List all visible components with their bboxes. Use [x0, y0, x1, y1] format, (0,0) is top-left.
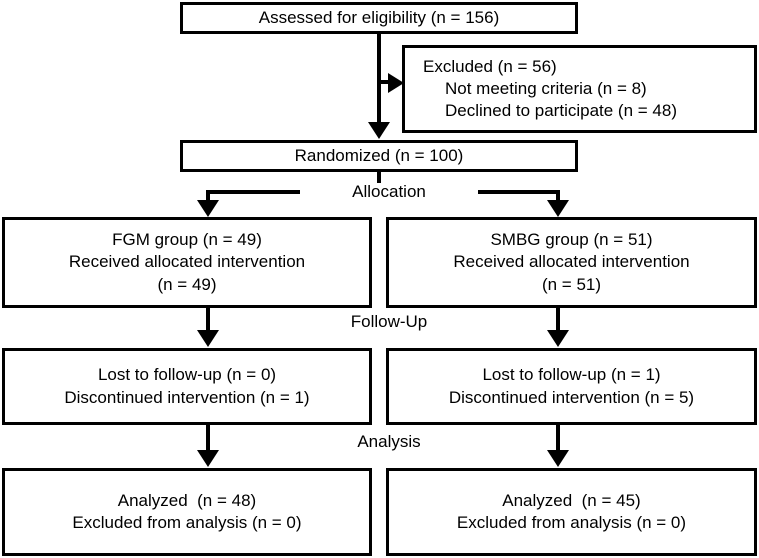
- node-analysis-fgm-line-1: Analyzed (n = 48): [117, 490, 257, 510]
- node-analysis-fgm-line-2: Excluded from analysis (n = 0): [72, 513, 302, 532]
- node-followup-fgm-line-2: Discontinued intervention (n = 1): [64, 387, 310, 407]
- node-allocation-fgm-line-3: (n = 49): [157, 274, 217, 294]
- node-followup-smbg-line-2: Discontinued intervention (n = 5): [448, 387, 695, 407]
- node-assessed-label: Assessed for eligibility (n = 156): [258, 7, 500, 27]
- node-allocation-fgm-line-1: FGM group (n = 49): [112, 230, 262, 250]
- node-excluded-heading: Excluded (n = 56): [423, 56, 557, 76]
- node-allocation-smbg: SMBG group (n = 51) Received allocated i…: [386, 217, 757, 308]
- node-followup-smbg-line-1: Lost to follow-up (n = 1): [482, 365, 661, 385]
- arrowhead-followup-left: [197, 330, 219, 347]
- node-followup-smbg: Lost to follow-up (n = 1) Discontinued i…: [386, 348, 757, 425]
- arrowhead-to-excluded: [388, 73, 404, 93]
- node-allocation-smbg-line-3: (n = 51): [541, 274, 602, 294]
- node-allocation-fgm: FGM group (n = 49) Received allocated in…: [2, 217, 372, 308]
- node-excluded-reason-1: Not meeting criteria (n = 8): [445, 78, 647, 98]
- node-allocation-smbg-line-2: Received allocated intervention: [453, 252, 690, 272]
- node-allocation-fgm-line-2: Received allocated intervention: [68, 252, 306, 272]
- node-analysis-smbg: Analyzed (n = 45) Excluded from analysis…: [386, 468, 757, 556]
- arrowhead-allocation-right: [547, 200, 569, 217]
- stage-label-followup: Follow-Up: [300, 313, 478, 330]
- connector-allocation-to-followup-right: [556, 308, 560, 333]
- node-analysis-smbg-line-2: Excluded from analysis (n = 0): [456, 513, 687, 532]
- node-followup-fgm-line-1: Lost to follow-up (n = 0): [97, 365, 277, 385]
- arrowhead-allocation-left: [197, 200, 219, 217]
- stage-label-allocation: Allocation: [300, 183, 478, 200]
- node-followup-fgm: Lost to follow-up (n = 0) Discontinued i…: [2, 348, 372, 425]
- connector-to-excluded: [377, 80, 392, 84]
- node-excluded-reason-2: Declined to participate (n = 48): [445, 101, 677, 121]
- arrowhead-to-randomized: [368, 122, 390, 139]
- node-analysis-smbg-line-1: Analyzed (n = 45): [502, 490, 641, 510]
- connector-allocation-to-followup-left: [206, 308, 210, 333]
- connector-followup-to-analysis-right: [556, 425, 560, 453]
- connector-assessed-to-randomized: [377, 33, 381, 125]
- stage-label-analysis: Analysis: [300, 433, 478, 450]
- connector-allocation-left-drop: [206, 190, 210, 204]
- node-assessed-for-eligibility: Assessed for eligibility (n = 156): [180, 2, 578, 34]
- node-allocation-smbg-line-1: SMBG group (n = 51): [490, 230, 653, 250]
- arrowhead-analysis-right: [547, 450, 569, 467]
- node-excluded: Excluded (n = 56) Not meeting criteria (…: [402, 45, 757, 133]
- node-randomized: Randomized (n = 100): [180, 140, 578, 172]
- arrowhead-followup-right: [547, 330, 569, 347]
- connector-allocation-right-drop: [556, 190, 560, 204]
- connector-followup-to-analysis-left: [206, 425, 210, 453]
- arrowhead-analysis-left: [197, 450, 219, 467]
- node-randomized-label: Randomized (n = 100): [294, 145, 464, 165]
- node-analysis-fgm: Analyzed (n = 48) Excluded from analysis…: [2, 468, 372, 556]
